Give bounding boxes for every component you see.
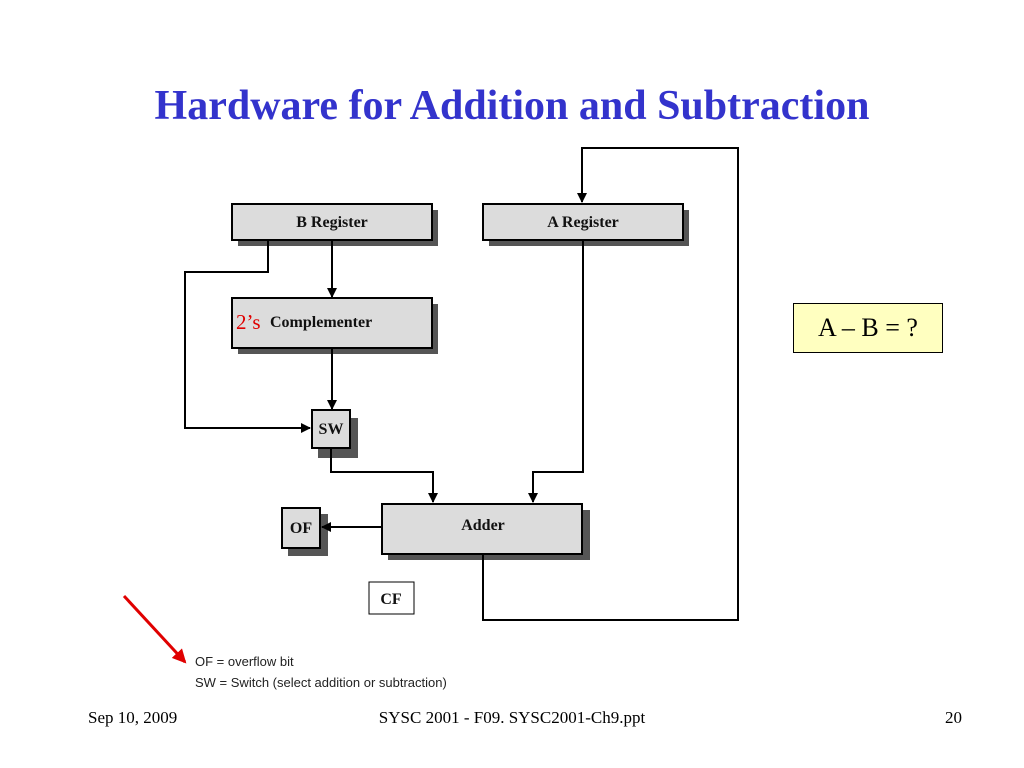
legend-overflow: OF = overflow bit [195,654,294,669]
slide-title: Hardware for Addition and Subtraction [154,83,870,129]
adder-box: Adder [381,503,590,560]
adder-feedback-to-a-arrow [482,147,739,621]
carry-flag-box: CF [368,581,415,615]
footer-date: Sep 10, 2009 [88,708,178,727]
question-box: A – B = ? [793,303,943,353]
overflow-label: OF [290,520,312,537]
b-register-label: B Register [296,214,368,231]
twos-prefix: 2’s [236,310,261,334]
carry-flag-label: CF [380,591,402,608]
complementer-box: 2’s Complementer [231,297,438,354]
connector-lines [184,147,739,621]
legend-switch: SW = Switch (select addition or subtract… [195,675,447,690]
overflow-box: OF [281,507,328,556]
b-register-box: B Register [231,203,438,246]
switch-label: SW [319,421,344,438]
red-annotation-arrow [122,594,187,664]
footer-page-number: 20 [945,708,962,727]
adder-label: Adder [461,517,505,534]
a-to-adder-arrow [528,240,584,503]
b-bypass-to-switch-arrow [184,240,311,433]
switch-to-adder-arrow [330,448,438,503]
a-register-label: A Register [547,214,619,231]
switch-box: SW [311,409,358,458]
complementer-label: Complementer [270,314,372,331]
a-register-box: A Register [482,203,689,246]
footer-center: SYSC 2001 - F09. SYSC2001-Ch9.ppt [378,708,646,727]
